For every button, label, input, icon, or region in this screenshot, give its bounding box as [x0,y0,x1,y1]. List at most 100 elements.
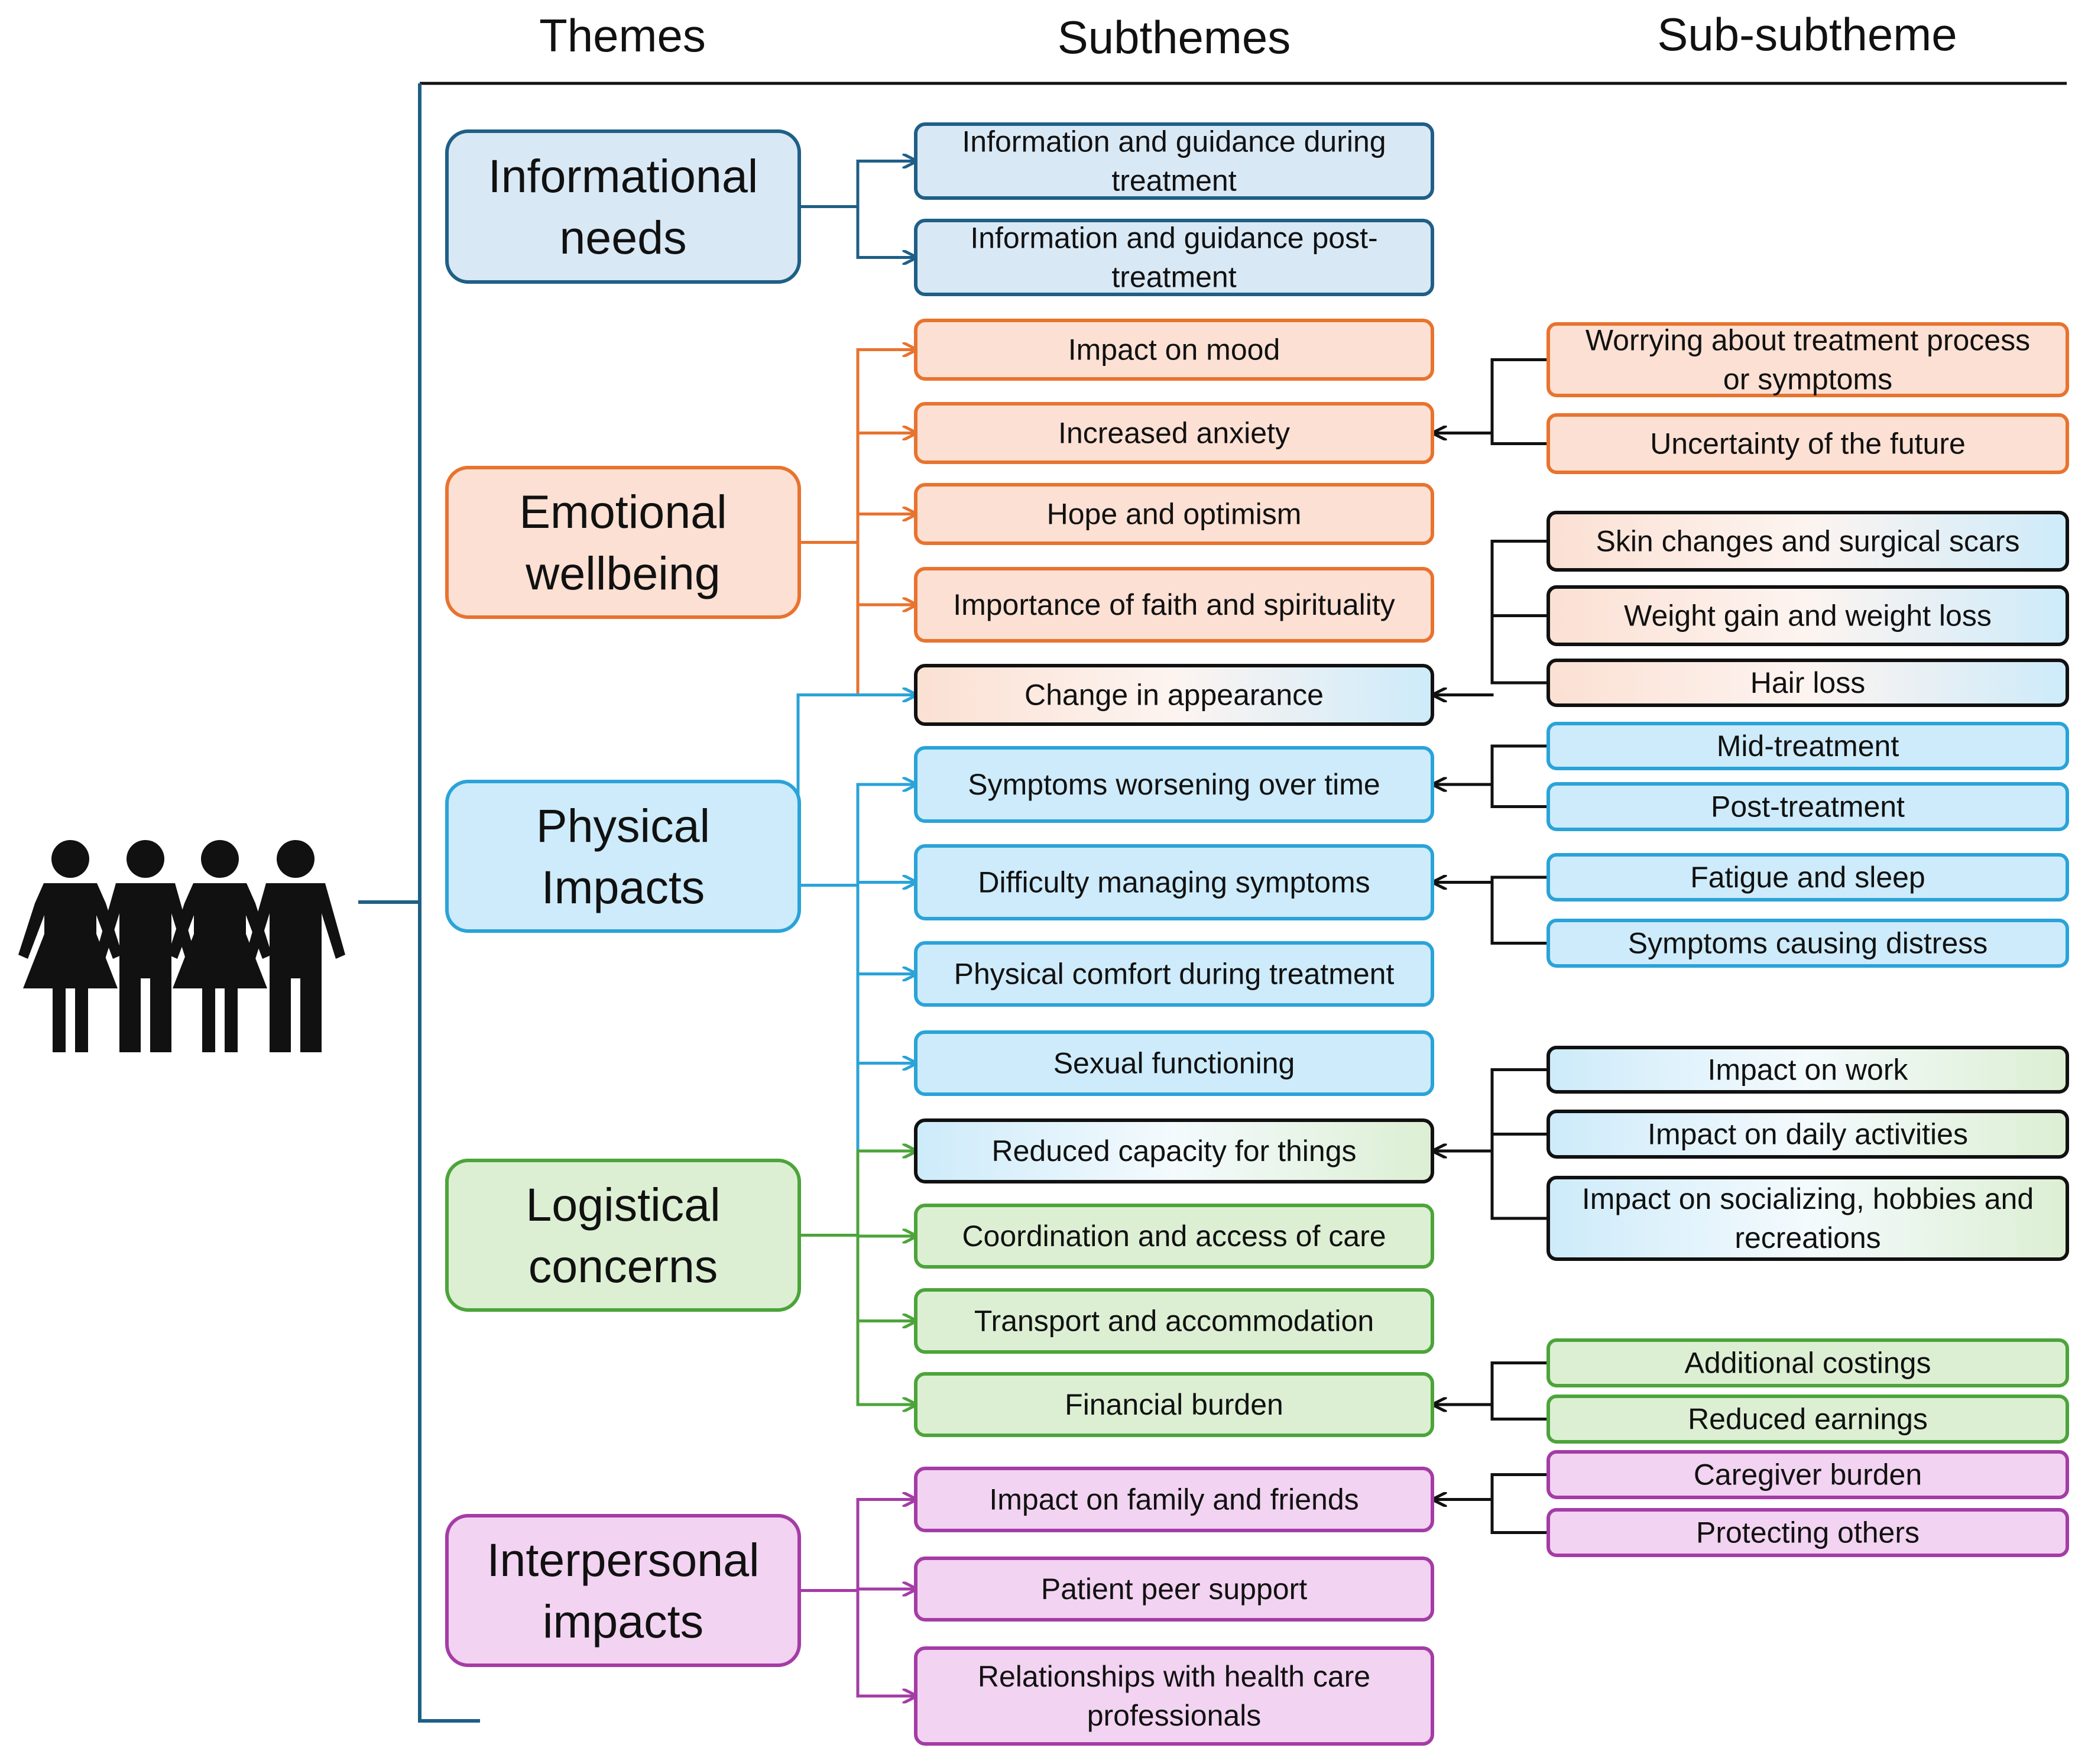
subtheme-difficulty-managing-symptoms: Difficulty managing symptoms [914,844,1434,920]
subtheme-reduced-capacity-for-things: Reduced capacity for things [914,1118,1434,1183]
subtheme-label: treatment [1111,164,1236,197]
subtheme-label: Patient peer support [1041,1572,1307,1606]
subtheme-impact-on-family-and-friends: Impact on family and friends [914,1467,1434,1532]
subsubtheme-label: Symptoms causing distress [1628,927,1988,960]
subsubtheme-box-shape [1546,1110,2069,1159]
connector-layer [796,161,1550,1697]
subsubtheme-label: Weight gain and weight loss [1624,599,1992,633]
subtheme-label: Symptoms worsening over time [968,768,1380,801]
theme-label: Interpersonal [487,1533,759,1586]
subtheme-change-in-appearance: Change in appearance [914,664,1434,726]
subsubtheme-weight-gain-and-weight-loss: Weight gain and weight loss [1546,585,2069,646]
subsubtheme-label: Mid-treatment [1717,729,1899,763]
subtheme-box-shape [914,1118,1434,1183]
subsubtheme-label: Additional costings [1685,1347,1931,1380]
subsubtheme-box-shape [1546,322,2069,397]
subtheme-box-shape [914,567,1434,643]
subtheme-hope-and-optimism: Hope and optimism [914,483,1434,545]
subtheme-information-and-guidance-post-treatment: Information and guidance post-treatment [914,219,1434,296]
subsubtheme-box-shape [1546,722,2069,770]
subsubtheme-label: Impact on daily activities [1648,1118,1968,1151]
subsubtheme-box-shape [1546,853,2069,902]
theme-label: concerns [529,1240,718,1292]
subtheme-box-shape [914,483,1434,545]
subsubtheme-impact-on-daily-activities: Impact on daily activities [1546,1110,2069,1159]
subtheme-label: Change in appearance [1024,679,1324,712]
theme-label: impacts [543,1595,703,1648]
subsubtheme-label: Uncertainty of the future [1650,427,1966,461]
theme-box-shape [445,780,801,933]
theme-label: wellbeing [525,547,720,599]
subtheme-label: Financial burden [1065,1388,1283,1421]
subtheme-box-shape [914,1372,1434,1437]
subtheme-importance-of-faith-and-spirituality: Importance of faith and spirituality [914,567,1434,643]
theme-informational-needs: Informational needs [445,129,801,284]
subsubtheme-label: or symptoms [1723,363,1892,396]
subsubtheme-box-shape [1546,511,2069,572]
subsubtheme-caregiver-burden: Caregiver burden [1546,1450,2069,1499]
subsubtheme-box-shape [1546,585,2069,646]
subsubtheme-box-shape [1546,1338,2069,1387]
subtheme-box-shape [914,402,1434,464]
subtheme-physical-comfort-during-treatment: Physical comfort during treatment [914,941,1434,1007]
box-layer: Informational needsEmotionalwellbeingPhys… [445,122,2069,1746]
subtheme-box-shape [914,1557,1434,1622]
diagram-frame [358,82,2067,1723]
subtheme-box-shape [914,1646,1434,1746]
subsubtheme-uncertainty-of-the-future: Uncertainty of the future [1546,413,2069,474]
theme-logistical-concerns: Logistical concerns [445,1159,801,1312]
subtheme-box-shape [914,664,1434,726]
subsubtheme-box-shape [1546,1176,2069,1261]
subtheme-label: Importance of faith and spirituality [953,588,1395,621]
theme-label: needs [559,211,686,264]
theme-label: Physical [536,799,710,852]
theme-label: Logistical [526,1178,720,1231]
subsubtheme-label: Fatigue and sleep [1690,861,1925,894]
subtheme-label: Coordination and access of care [962,1220,1386,1253]
subsubtheme-mid-treatment: Mid-treatment [1546,722,2069,770]
subtheme-symptoms-worsening-over-time: Symptoms worsening over time [914,746,1434,823]
subtheme-label: Information and guidance during [962,125,1386,158]
subsubtheme-label: Post-treatment [1711,790,1905,823]
subtheme-label: treatment [1111,261,1236,294]
theme-box-shape [445,129,801,284]
subsubtheme-skin-changes-and-surgical-scars: Skin changes and surgical scars [1546,511,2069,572]
subtheme-label: Hope and optimism [1047,498,1302,531]
subtheme-box-shape [914,1030,1434,1096]
subsubtheme-fatigue-and-sleep: Fatigue and sleep [1546,853,2069,902]
theme-box-shape [445,1159,801,1312]
subtheme-transport-and-accommodation: Transport and accommodation [914,1288,1434,1354]
subtheme-increased-anxiety: Increased anxiety [914,402,1434,464]
subsubtheme-protecting-others: Protecting others [1546,1508,2069,1557]
subtheme-label: Impact on family and friends [989,1483,1359,1516]
subsubtheme-label: Skin changes and surgical scars [1596,525,2019,558]
theme-box-shape [445,466,801,619]
subtheme-relationships-with-health-care-professionals: Relationships with health careprofession… [914,1646,1434,1746]
subsubtheme-box-shape [1546,1508,2069,1557]
theme-box-shape [445,1514,801,1667]
theme-label: Informational [488,150,758,202]
subsubtheme-label: recreations [1734,1221,1881,1254]
subsubtheme-box-shape [1546,413,2069,474]
subtheme-label: Impact on mood [1068,333,1280,367]
subtheme-box-shape [914,319,1434,381]
header-subsubtheme: Sub-subtheme [1657,8,1957,60]
subsubtheme-box-shape [1546,1046,2069,1094]
subsubtheme-reduced-earnings: Reduced earnings [1546,1395,2069,1444]
subtheme-box-shape [914,1204,1434,1269]
people-group-icon [18,840,345,1052]
subsubtheme-impact-on-socializing-hobbies-and-recreations: Impact on socializing, hobbies andrecrea… [1546,1176,2069,1261]
theme-label: Impacts [542,861,705,913]
subtheme-label: Relationships with health care [978,1660,1370,1693]
subsubtheme-box-shape [1546,659,2069,707]
subtheme-label: Information and guidance post- [970,222,1377,255]
theme-interpersonal-impacts: Interpersonal impacts [445,1514,801,1667]
subtheme-information-and-guidance-during-treatment: Information and guidance during treatment [914,122,1434,200]
subtheme-box-shape [914,941,1434,1007]
subtheme-box-shape [914,746,1434,823]
subtheme-financial-burden: Financial burden [914,1372,1434,1437]
subsubtheme-label: Impact on work [1707,1053,1908,1087]
